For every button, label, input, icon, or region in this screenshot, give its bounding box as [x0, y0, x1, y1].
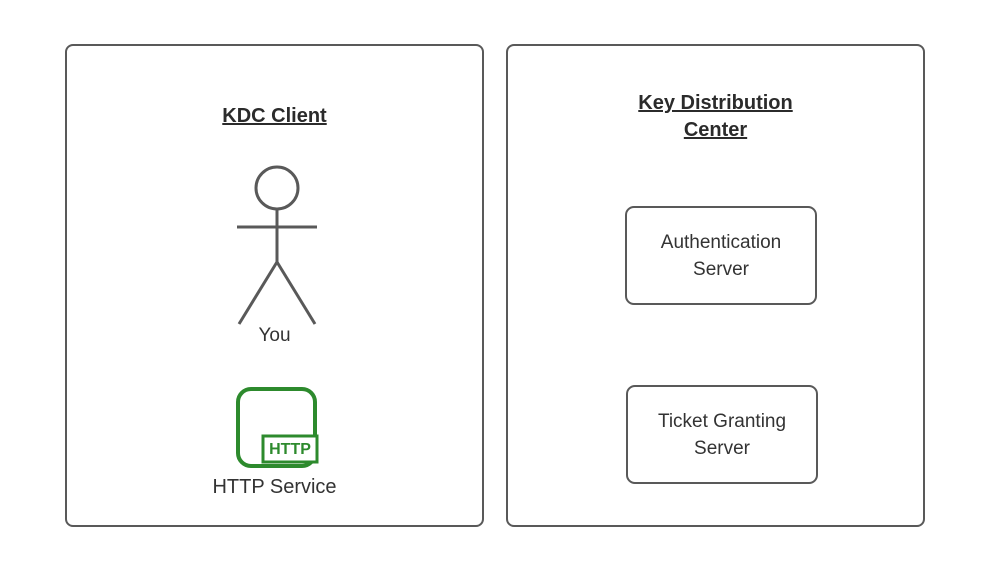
authentication-server-node: Authentication Server — [625, 206, 817, 305]
http-service-label: HTTP Service — [212, 476, 337, 498]
actor-label: You — [258, 325, 291, 346]
http-service-icon: HTTP — [236, 387, 319, 468]
key-distribution-center-title: Key Distribution Center — [638, 92, 793, 141]
http-icon-text: HTTP — [269, 441, 311, 458]
person-icon — [237, 165, 317, 325]
kdc-client-panel: KDC Client You HTTP HTTP Service — [65, 44, 484, 527]
authentication-server-label: Authentication Server — [660, 231, 782, 280]
ticket-granting-server-node: Ticket Granting Server — [626, 385, 818, 484]
kdc-client-title: KDC Client — [222, 105, 327, 127]
key-distribution-center-panel: Key Distribution Center Authentication S… — [506, 44, 925, 527]
ticket-granting-server-label: Ticket Granting Server — [657, 410, 787, 459]
